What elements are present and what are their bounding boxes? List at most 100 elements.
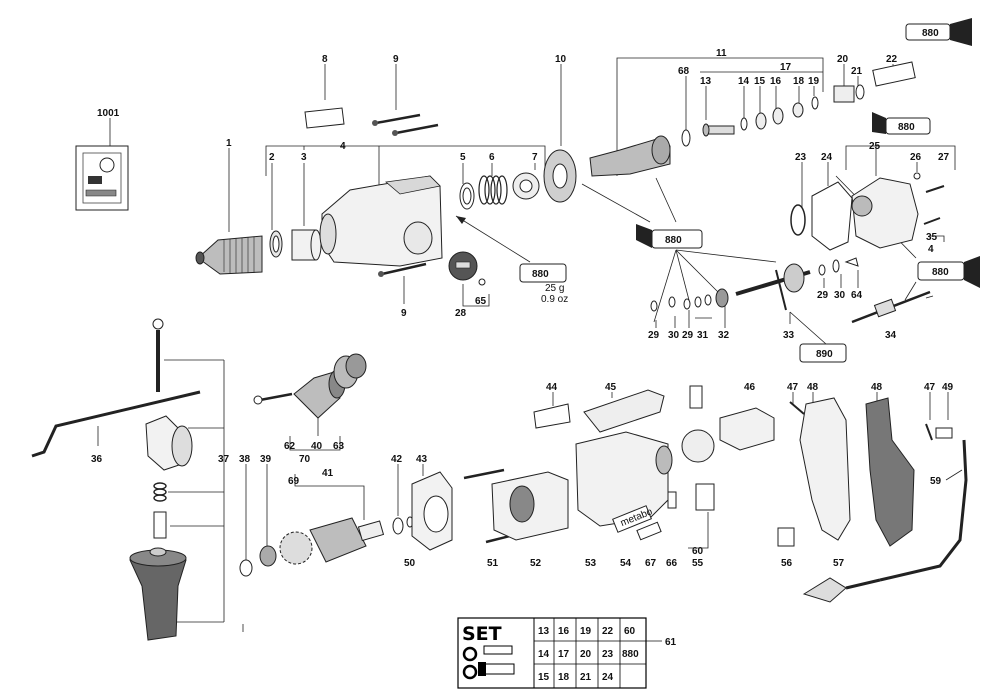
part-1001-sticker (75, 145, 129, 211)
label-25: 25 (869, 141, 881, 152)
clutch-part-7 (512, 172, 540, 200)
bolt-part-37-top (152, 318, 164, 392)
svg-text:18: 18 (558, 672, 570, 683)
part-66 (667, 491, 677, 509)
cable-part-59 (879, 439, 968, 582)
label-6: 6 (489, 152, 495, 163)
label-68: 68 (678, 66, 690, 77)
label-2: 2 (269, 152, 275, 163)
bearing-part-38 (239, 559, 253, 577)
label-24: 24 (821, 152, 833, 163)
screws-part-9 (372, 113, 439, 277)
bearing-part-32 (715, 288, 729, 308)
armature-part-69 (279, 517, 385, 565)
set-table: SET 13 16 19 22 60 14 17 20 23 880 15 18… (457, 617, 647, 689)
label-40: 40 (311, 441, 323, 452)
handle-half-part-48-left (799, 397, 851, 541)
small-rings-parts-14-19 (740, 96, 819, 131)
label-1001: 1001 (97, 108, 120, 119)
label-70: 70 (299, 454, 311, 465)
grease-tube-top-right: 880 (905, 18, 972, 46)
label-35: 35 (926, 232, 938, 243)
label-56: 56 (781, 558, 793, 569)
label-52: 52 (530, 558, 542, 569)
label-4b: 4 (928, 244, 934, 255)
svg-text:17: 17 (558, 649, 570, 660)
label-28: 28 (455, 308, 467, 319)
shaft-part-34 (851, 290, 931, 324)
grease-tube-mid-right: 890 (799, 343, 847, 363)
svg-text:880: 880 (932, 267, 949, 278)
svg-text:20: 20 (580, 649, 592, 660)
label-62: 62 (284, 441, 296, 452)
svg-text:25 g: 25 g (545, 283, 564, 294)
switch-part-46 (719, 407, 775, 451)
label-33: 33 (783, 330, 795, 341)
label-29b: 29 (682, 330, 694, 341)
spring-part-6 (478, 175, 508, 205)
gasket-part-24 (811, 181, 853, 251)
label-29a: 29 (648, 330, 660, 341)
screws-part-47 (789, 401, 933, 441)
chuck-part-63 (333, 353, 367, 389)
label-65: 65 (475, 296, 487, 307)
label-10: 10 (555, 54, 567, 65)
spring-part-37 (153, 482, 167, 502)
spindle-part-11 (589, 135, 671, 177)
washers-parts-29-31 (650, 294, 712, 312)
plug-part-57 (802, 577, 881, 603)
suppressor-part-56 (777, 527, 795, 547)
label-4: 4 (340, 141, 346, 152)
svg-text:24: 24 (602, 672, 614, 683)
set-title: SET (462, 623, 502, 645)
sleeve-part-3 (291, 229, 322, 261)
svg-text:880: 880 (922, 28, 939, 39)
label-61: 61 (665, 637, 677, 648)
svg-text:880: 880 (898, 122, 915, 133)
svg-text:15: 15 (538, 672, 550, 683)
svg-text:890: 890 (816, 349, 833, 360)
label-50: 50 (404, 558, 416, 569)
drill-chuck-part-1 (195, 235, 263, 275)
sleeve-part-37 (153, 511, 167, 539)
gear-housing-part-4 (319, 175, 443, 267)
svg-text:14: 14 (538, 649, 550, 660)
label-14: 14 (738, 76, 750, 87)
label-17: 17 (780, 62, 792, 73)
label-48b: 48 (871, 382, 883, 393)
fan-baffle-part-43 (411, 471, 453, 551)
label-7: 7 (532, 152, 538, 163)
label-69: 69 (288, 476, 300, 487)
label-67: 67 (645, 558, 657, 569)
label-26: 26 (910, 152, 922, 163)
label-66: 66 (666, 558, 678, 569)
svg-text:880: 880 (665, 235, 682, 246)
label-8: 8 (322, 54, 328, 65)
motor-housing-part-53 (575, 431, 673, 527)
label-38: 38 (239, 454, 251, 465)
label-59: 59 (930, 476, 942, 487)
label-3: 3 (301, 152, 307, 163)
label-49: 49 (942, 382, 954, 393)
handle-clamp-part-37 (145, 415, 193, 471)
label-41: 41 (322, 468, 334, 479)
sleeves-parts-20-22 (833, 61, 916, 103)
label-64: 64 (851, 290, 863, 301)
label-part-44 (533, 403, 571, 429)
label-31: 31 (697, 330, 709, 341)
label-37: 37 (218, 454, 230, 465)
label-43: 43 (416, 454, 428, 465)
leader-lines (97, 57, 963, 642)
cover-part-45 (583, 389, 665, 433)
clamp-part-49 (935, 427, 953, 439)
shaft-part-33 (735, 263, 811, 311)
depth-stop-rod-part-36 (31, 390, 201, 458)
label-21: 21 (851, 66, 863, 77)
label-27: 27 (938, 152, 950, 163)
label-1: 1 (226, 138, 232, 149)
svg-text:22: 22 (602, 626, 614, 637)
svg-text:21: 21 (580, 672, 592, 683)
gear-part-10 (543, 149, 577, 203)
label-34: 34 (885, 330, 897, 341)
